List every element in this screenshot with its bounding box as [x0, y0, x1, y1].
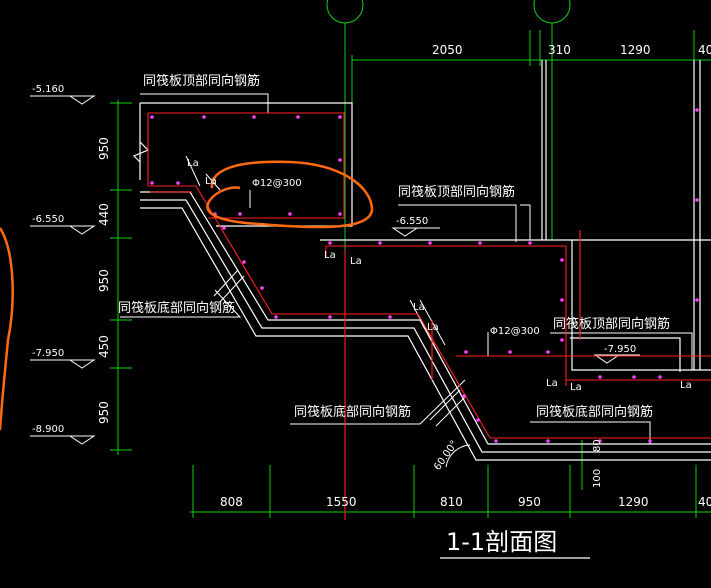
- label-bottom-rebar-2: 同筏板底部同向钢筋: [294, 404, 411, 420]
- bottom-dim-6: 40: [698, 495, 711, 509]
- bottom-dim-2: 1550: [326, 495, 357, 509]
- left-dim-1: 950: [97, 137, 111, 160]
- sub-level-1: -6.550: [396, 216, 428, 227]
- label-top-rebar-1: 同筏板顶部同向钢筋: [143, 73, 260, 89]
- bottom-dim-3: 810: [440, 495, 463, 509]
- level-1: -5.160: [32, 84, 64, 95]
- label-stirrup-2: Φ12@300: [490, 326, 540, 337]
- label-anchor-5: La: [413, 302, 425, 313]
- highlight-markup: [0, 160, 374, 431]
- left-dim-3: 950: [97, 269, 111, 292]
- label-anchor-6: La: [427, 322, 439, 333]
- sub-level-2: -7.950: [604, 344, 636, 355]
- left-dim-5: 950: [97, 401, 111, 424]
- rebar-dots: [150, 108, 699, 443]
- bottom-dim-5: 1290: [618, 495, 649, 509]
- axis-lines: [110, 0, 711, 520]
- label-anchor-4: La: [350, 256, 362, 267]
- top-dim-1: 2050: [432, 43, 463, 57]
- label-anchor-8: La: [570, 382, 582, 393]
- top-dim-2: 310: [548, 43, 571, 57]
- label-anchor-9: La: [680, 380, 692, 391]
- axis-bubble-2: [533, 0, 571, 24]
- top-dim-3: 1290: [620, 43, 651, 57]
- level-4: -8.900: [32, 424, 64, 435]
- inner-dim-2: 100: [592, 469, 603, 488]
- top-dim-4: 40: [698, 43, 711, 57]
- label-top-rebar-2: 同筏板顶部同向钢筋: [398, 184, 515, 200]
- left-dim-4: 450: [97, 335, 111, 358]
- drawing-title: 1-1剖面图: [446, 528, 557, 556]
- rebar-lines: [147, 112, 711, 520]
- axis-bubble-1: [326, 0, 364, 24]
- label-bottom-rebar-3: 同筏板底部同向钢筋: [536, 404, 653, 420]
- label-anchor-2: La: [205, 176, 217, 187]
- label-angle: 60.00°: [432, 439, 460, 473]
- label-top-rebar-3: 同筏板顶部同向钢筋: [553, 316, 670, 332]
- bottom-dim-1: 808: [220, 495, 243, 509]
- label-anchor-7: La: [546, 378, 558, 389]
- inner-dim-1: 80: [592, 439, 603, 452]
- level-3: -7.950: [32, 348, 64, 359]
- label-anchor-3: La: [324, 250, 336, 261]
- level-2: -6.550: [32, 214, 64, 225]
- label-bottom-rebar-1: 同筏板底部同向钢筋: [118, 300, 235, 316]
- label-stirrup-1: Φ12@300: [252, 178, 302, 189]
- left-dim-2: 440: [97, 203, 111, 226]
- bottom-dim-4: 950: [518, 495, 541, 509]
- label-anchor-1: La: [187, 158, 199, 169]
